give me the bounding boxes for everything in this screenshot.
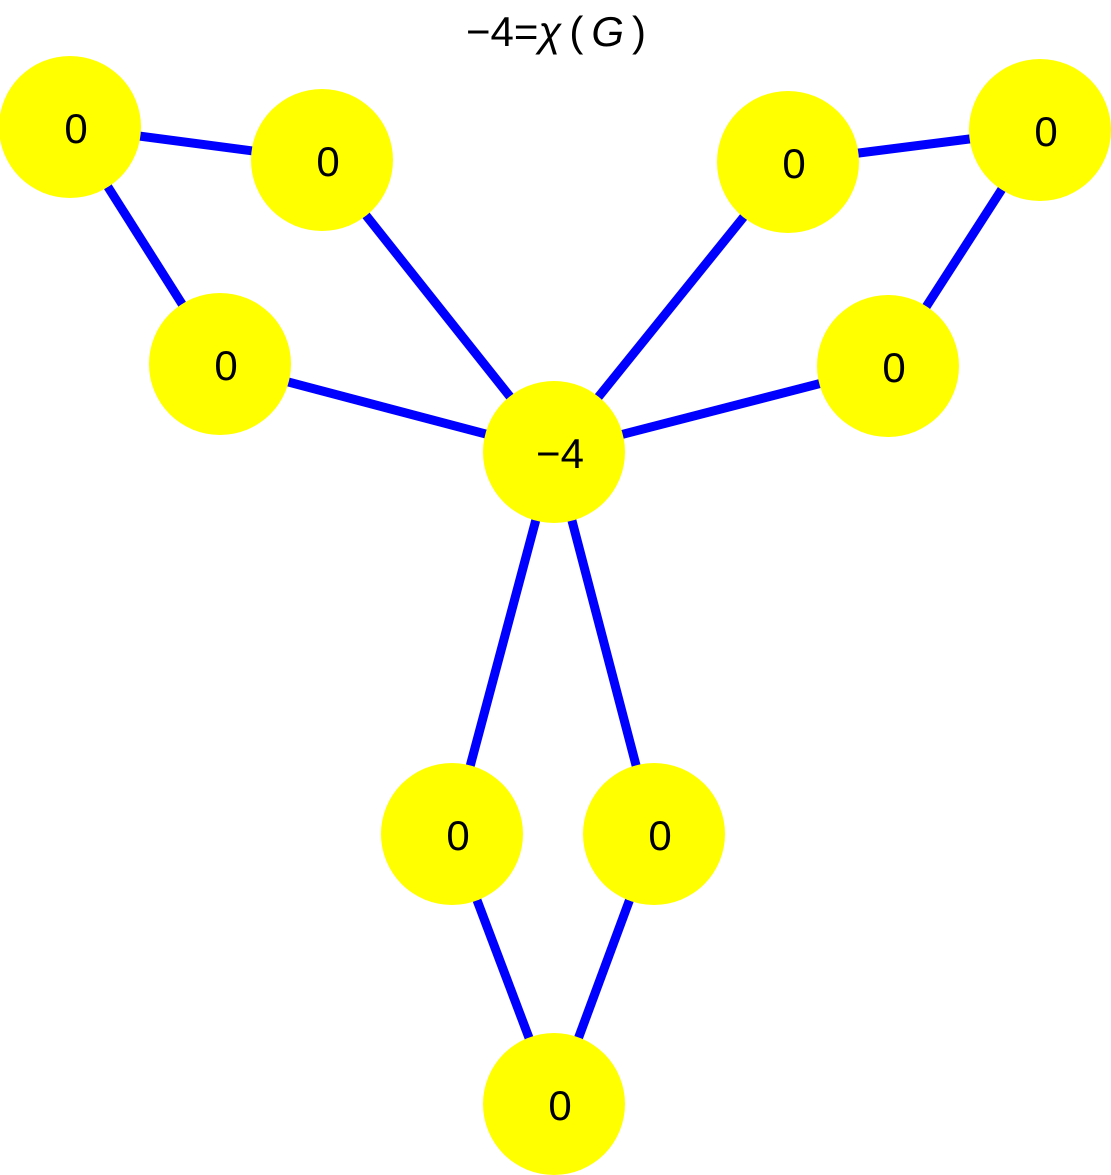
edges-layer: [66, 122, 1044, 1106]
node-circle: [251, 89, 393, 231]
node-b-right: 0: [583, 763, 725, 905]
node-label: 0: [214, 342, 237, 389]
node-tr-lower: 0: [817, 295, 959, 437]
node-circle: [717, 91, 859, 233]
node-label: −4: [536, 430, 584, 477]
node-label: 0: [548, 1082, 571, 1129]
title-chi: χ: [534, 8, 562, 55]
node-label: 0: [648, 812, 671, 859]
node-circle: [483, 1033, 625, 1175]
title-lhs: −4=: [466, 8, 538, 55]
title-open-paren: (: [569, 8, 583, 55]
node-tl-outer: 0: [0, 56, 141, 198]
node-circle: [381, 763, 523, 905]
node-center: −4: [483, 381, 625, 523]
node-circle: [483, 381, 625, 523]
node-b-bottom: 0: [483, 1033, 625, 1175]
node-label: 0: [782, 140, 805, 187]
node-tr-outer: 0: [969, 59, 1111, 201]
node-label: 0: [64, 105, 87, 152]
node-circle: [969, 59, 1111, 201]
node-label: 0: [446, 812, 469, 859]
node-circle: [583, 763, 725, 905]
node-label: 0: [882, 344, 905, 391]
node-tr-left: 0: [717, 91, 859, 233]
node-circle: [149, 293, 291, 435]
node-circle: [0, 56, 141, 198]
node-circle: [817, 295, 959, 437]
node-label: 0: [1034, 108, 1057, 155]
node-tl-lower: 0: [149, 293, 291, 435]
node-tl-right: 0: [251, 89, 393, 231]
title-arg: G: [591, 8, 624, 55]
node-label: 0: [316, 138, 339, 185]
nodes-layer: −4 0 0 0 0 0 0 0 0 0: [0, 56, 1111, 1175]
graph-title: −4=χ(G): [466, 8, 646, 55]
title-close-paren: ): [632, 8, 646, 55]
node-b-left: 0: [381, 763, 523, 905]
